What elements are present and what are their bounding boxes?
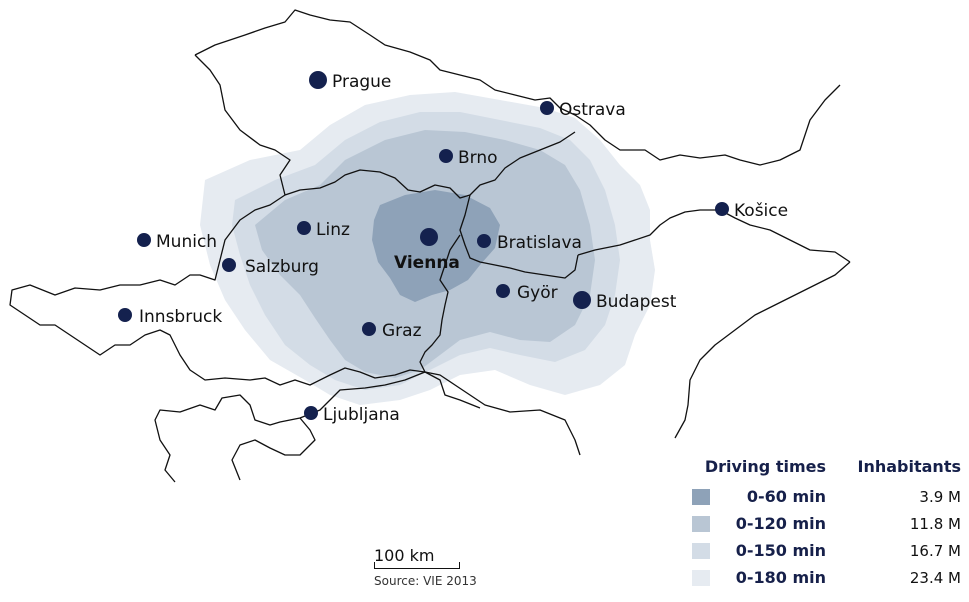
city-dot-munich[interactable] [137, 233, 151, 247]
city-label-vienna: Vienna [394, 253, 460, 273]
city-label-prague: Prague [332, 72, 391, 92]
legend-row: 0-120 min 11.8 M [680, 510, 965, 537]
city-label-innsbruck: Innsbruck [139, 307, 222, 327]
city-labels: Prague Ostrava Brno Košice Munich Linz V… [139, 72, 788, 425]
legend: Driving times Inhabitants 0-60 min 3.9 M… [680, 457, 965, 591]
city-markers [118, 71, 729, 420]
city-label-linz: Linz [316, 220, 350, 240]
legend-swatch [692, 488, 710, 505]
legend-swatch [692, 569, 710, 586]
city-label-brno: Brno [458, 148, 498, 168]
legend-row: 0-180 min 23.4 M [680, 564, 965, 591]
legend-row: 0-150 min 16.7 M [680, 537, 965, 564]
legend-value: 23.4 M [909, 568, 961, 587]
city-dot-budapest[interactable] [573, 291, 591, 309]
legend-value: 3.9 M [919, 487, 961, 506]
legend-swatch [692, 542, 710, 559]
city-dot-vienna[interactable] [420, 228, 438, 246]
city-dot-linz[interactable] [297, 221, 311, 235]
city-dot-prague[interactable] [309, 71, 327, 89]
legend-swatch [692, 515, 710, 532]
city-label-salzburg: Salzburg [245, 257, 319, 277]
legend-row: 0-60 min 3.9 M [680, 483, 965, 510]
city-dot-ljubljana[interactable] [304, 406, 318, 420]
scale-bar: 100 km Source: VIE 2013 [374, 546, 477, 588]
city-dot-brno[interactable] [439, 149, 453, 163]
city-dot-graz[interactable] [362, 322, 376, 336]
city-dot-ostrava[interactable] [540, 101, 554, 115]
city-label-gyor: Györ [517, 283, 558, 303]
city-label-bratislava: Bratislava [497, 233, 582, 253]
legend-label: 0-120 min [735, 514, 826, 533]
scale-label: 100 km [374, 546, 435, 565]
legend-label: 0-180 min [735, 568, 826, 587]
city-label-munich: Munich [156, 232, 217, 252]
city-dot-bratislava[interactable] [477, 234, 491, 248]
city-dot-innsbruck[interactable] [118, 308, 132, 322]
city-dot-kosice[interactable] [715, 202, 729, 216]
legend-value: 16.7 M [909, 541, 961, 560]
city-label-kosice: Košice [734, 201, 788, 221]
legend-label: 0-60 min [746, 487, 826, 506]
city-dot-gyor[interactable] [496, 284, 510, 298]
city-label-graz: Graz [382, 321, 422, 341]
city-label-budapest: Budapest [596, 292, 677, 312]
legend-header-inhabitants: Inhabitants [857, 457, 961, 476]
national-borders [9, 9, 851, 483]
legend-header: Driving times Inhabitants [680, 457, 965, 483]
city-dot-salzburg[interactable] [222, 258, 236, 272]
scale-bar-line [374, 562, 460, 569]
legend-header-driving: Driving times [704, 457, 826, 476]
zone-0-60 [372, 190, 500, 302]
source-note: Source: VIE 2013 [374, 574, 477, 588]
city-label-ostrava: Ostrava [559, 100, 626, 120]
city-label-ljubljana: Ljubljana [323, 405, 400, 425]
legend-value: 11.8 M [909, 514, 961, 533]
legend-label: 0-150 min [735, 541, 826, 560]
